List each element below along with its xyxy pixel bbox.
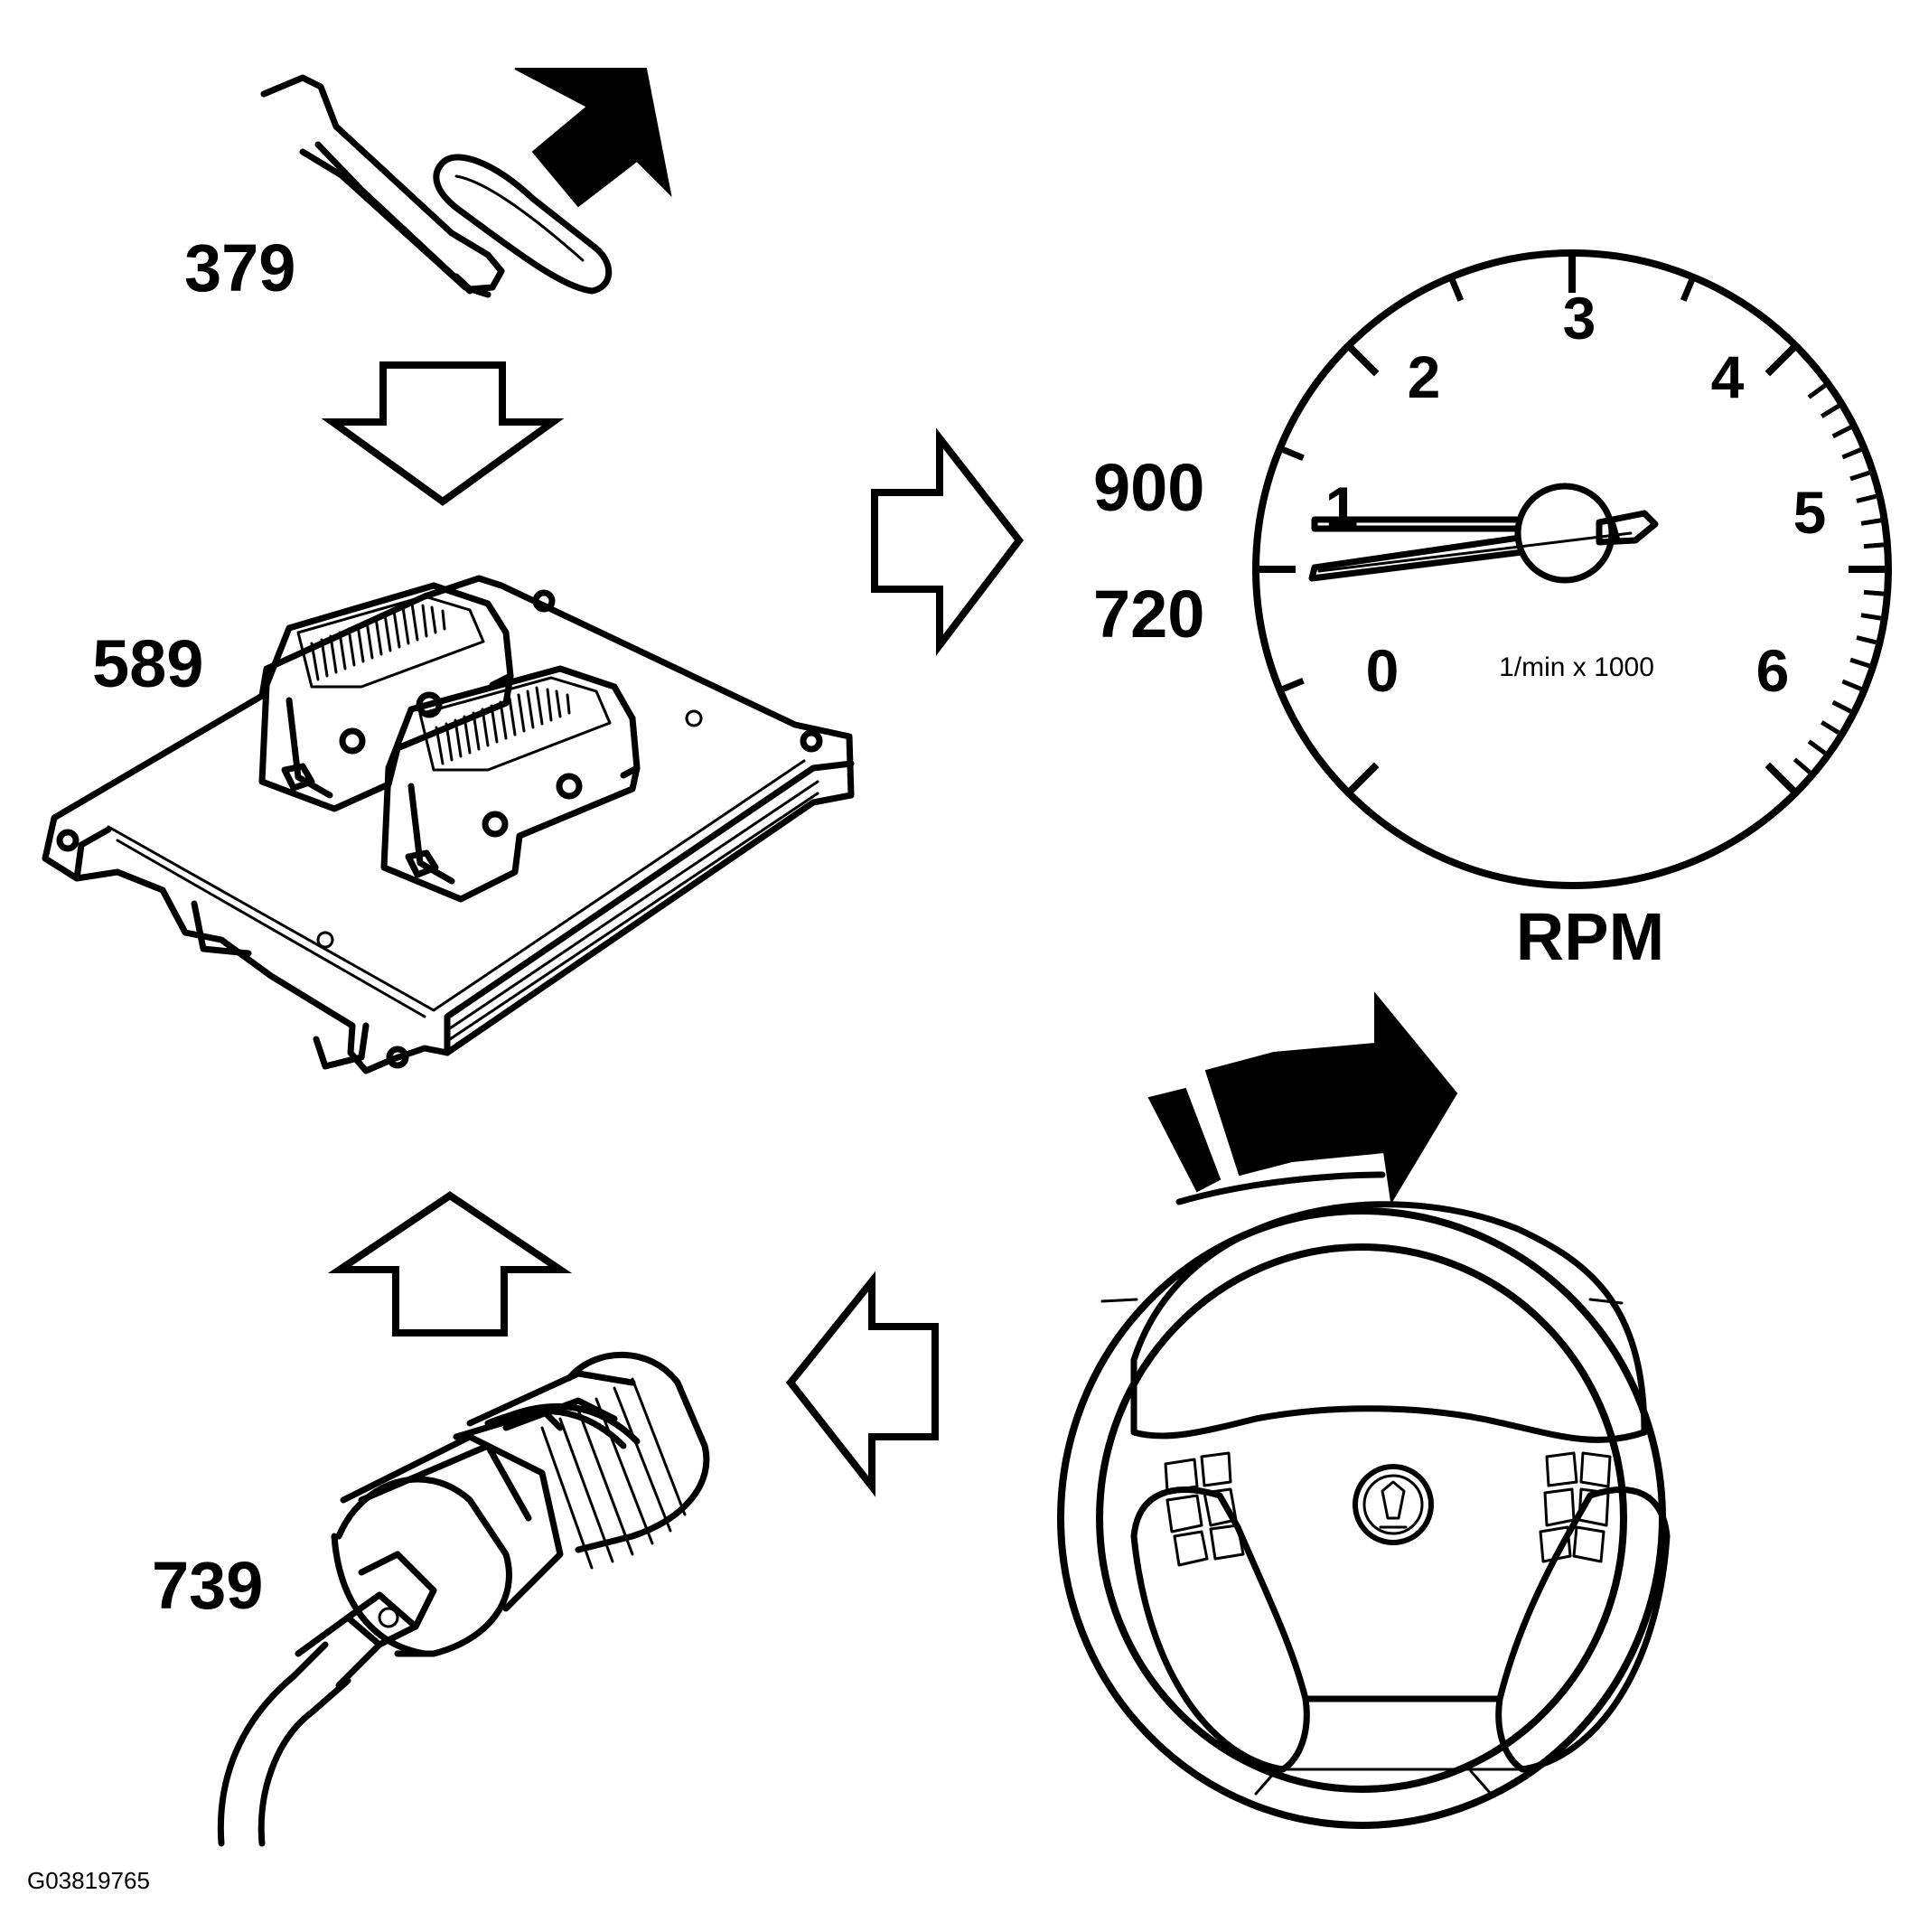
tachometer-unit: 1/min x 1000: [1499, 652, 1654, 682]
tick-fine: [1841, 447, 1862, 460]
dial-number-6: 6: [1756, 637, 1790, 704]
needle-hub: [1514, 483, 1615, 584]
steering-emblem: [1353, 1464, 1434, 1545]
sensor-ref: 739: [152, 1548, 263, 1623]
arrow-up-icon: [327, 1191, 573, 1336]
arrow-down-icon: [321, 361, 565, 506]
dial-number-2: 2: [1408, 343, 1441, 410]
tick-fine: [1849, 657, 1870, 669]
tick-fine: [1820, 720, 1840, 735]
dial-number-5: 5: [1793, 479, 1827, 546]
tick-half-3: [1680, 278, 1695, 302]
tick-major-2: [1348, 345, 1380, 377]
tick-fine: [1807, 383, 1827, 399]
tick-fine: [1831, 699, 1852, 714]
dial-number-4: 4: [1711, 343, 1745, 410]
tick-fine: [1863, 542, 1885, 549]
rpm-value-720: 720: [1093, 577, 1204, 652]
arrow-up-right-icon: [514, 68, 672, 208]
tachometer-label: RPM: [1516, 899, 1664, 974]
pedal-icon: [260, 74, 613, 298]
tick-half-2: [1449, 278, 1465, 302]
tick-fine: [1820, 404, 1840, 418]
tachometer: 0 1 2 3 4 5 6 1/min x 1000: [1252, 249, 1892, 889]
dial-number-0: 0: [1366, 637, 1399, 704]
rpm-value-900: 900: [1093, 450, 1204, 525]
tick-fine: [1856, 493, 1877, 503]
tick-fine: [1863, 589, 1885, 596]
tick-half-0: [1281, 677, 1305, 692]
tick-fine: [1831, 425, 1852, 439]
tick-fine: [1856, 635, 1877, 645]
sensor-icon: [217, 1351, 710, 1847]
tick-fine: [1841, 679, 1862, 691]
tick-major-0: [1348, 762, 1380, 793]
turn-indicator-mark: [1147, 1087, 1222, 1193]
tick-half-1: [1281, 446, 1305, 462]
tick-fine: [1807, 739, 1827, 755]
tick-fine: [1860, 613, 1882, 621]
arrow-left-icon: [785, 1271, 939, 1497]
dial-number-3: 3: [1563, 285, 1596, 352]
tick-major-6: [1765, 762, 1796, 793]
tick-fine: [1849, 470, 1870, 482]
tick-fine: [1793, 757, 1811, 774]
ecu-icon: [42, 575, 855, 1074]
steering-wheel-icon: [1057, 991, 1671, 1829]
pedal-ref: 379: [184, 230, 295, 305]
arrow-turn-right-icon: [1204, 991, 1458, 1205]
ecu-ref: 589: [92, 626, 203, 701]
arrow-right-icon: [871, 427, 1025, 656]
tick-fine: [1860, 518, 1882, 526]
figure-code: G03819765: [27, 1867, 150, 1894]
tachometer-ticks: [1259, 257, 1885, 793]
tick-major-4: [1765, 345, 1796, 377]
